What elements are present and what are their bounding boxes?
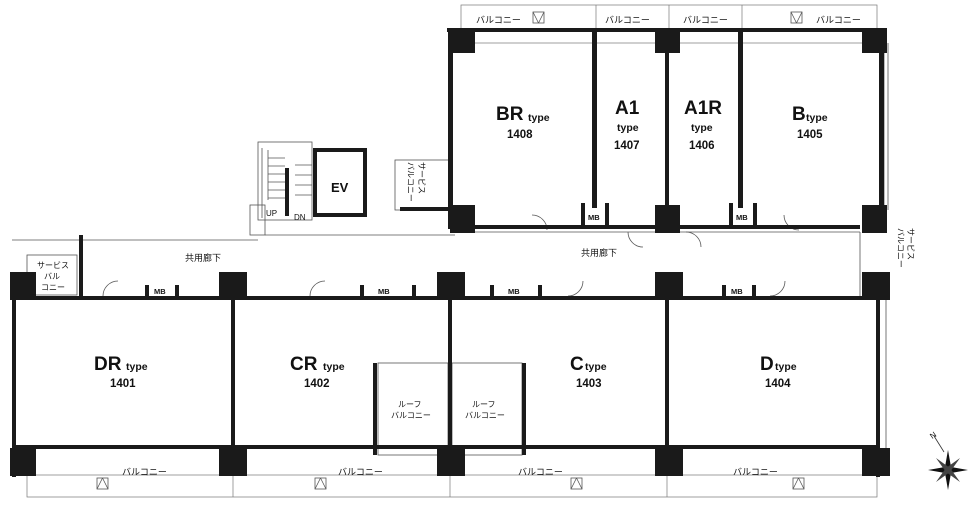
unit-number-cr: 1402 xyxy=(304,378,330,390)
compass-north-label: N xyxy=(928,430,938,441)
roof-balcony-label: ルーフ xyxy=(398,400,422,409)
unit-name-d: D xyxy=(760,354,774,375)
stair-down-label: DN xyxy=(294,213,306,222)
balcony-label: バルコニー xyxy=(816,15,861,25)
unit-type-d: type xyxy=(775,361,797,373)
unit-name-a1r: A1R xyxy=(684,98,722,119)
svg-text:サービス: サービス xyxy=(417,162,426,194)
unit-number-b: 1405 xyxy=(797,129,823,141)
mb-label: MB xyxy=(736,213,748,222)
corridor-label: 共用廊下 xyxy=(185,252,221,263)
service-balcony-label-left: サービス xyxy=(37,261,69,270)
unit-type-br: type xyxy=(528,112,550,124)
svg-text:バルコニー: バルコニー xyxy=(896,228,905,268)
balcony-label: バルコニー xyxy=(122,467,167,477)
svg-text:サービス: サービス xyxy=(906,228,915,260)
service-balcony-label-left: バル xyxy=(44,272,60,281)
mb-label: MB xyxy=(731,287,743,296)
unit-name-a1: A1 xyxy=(615,98,640,119)
roof-balcony-label: バルコニー xyxy=(465,411,505,420)
unit-number-d: 1404 xyxy=(765,378,791,390)
unit-type-c: type xyxy=(585,361,607,373)
service-balcony-label-left: コニー xyxy=(41,283,65,292)
unit-name-dr: DR xyxy=(94,354,122,375)
unit-number-c: 1403 xyxy=(576,378,602,390)
balcony-label: バルコニー xyxy=(518,467,563,477)
unit-type-b: type xyxy=(806,112,828,124)
elevator-label: EV xyxy=(331,180,349,195)
unit-number-a1: 1407 xyxy=(614,140,640,152)
unit-name-c: C xyxy=(570,354,584,375)
service-balcony-label-right: サービス バルコニー xyxy=(896,228,915,268)
corridor-label: 共用廊下 xyxy=(581,247,617,258)
walls xyxy=(10,28,890,477)
mb-label: MB xyxy=(588,213,600,222)
unit-number-br: 1408 xyxy=(507,129,533,141)
balcony-label: バルコニー xyxy=(476,15,521,25)
unit-type-cr: type xyxy=(323,361,345,373)
service-balcony-label-center: サービス バルコニー xyxy=(406,162,426,202)
roof-balcony-label: ルーフ xyxy=(472,400,496,409)
balcony-label: バルコニー xyxy=(683,15,728,25)
unit-number-dr: 1401 xyxy=(110,378,136,390)
mb-label: MB xyxy=(378,287,390,296)
roof-balcony-label: バルコニー xyxy=(391,411,431,420)
svg-text:バルコニー: バルコニー xyxy=(406,162,415,202)
stair-up-label: UP xyxy=(266,209,277,218)
unit-type-a1r: type xyxy=(691,122,713,134)
compass-icon xyxy=(928,435,968,490)
unit-type-a1: type xyxy=(617,122,639,134)
unit-name-cr: CR xyxy=(290,354,318,375)
unit-type-dr: type xyxy=(126,361,148,373)
balcony-label: バルコニー xyxy=(605,15,650,25)
mb-label: MB xyxy=(508,287,520,296)
unit-number-a1r: 1406 xyxy=(689,140,715,152)
mb-label: MB xyxy=(154,287,166,296)
unit-name-b: B xyxy=(792,104,806,125)
unit-name-br: BR xyxy=(496,104,524,125)
balcony-label: バルコニー xyxy=(733,467,778,477)
balcony-label: バルコニー xyxy=(338,467,383,477)
